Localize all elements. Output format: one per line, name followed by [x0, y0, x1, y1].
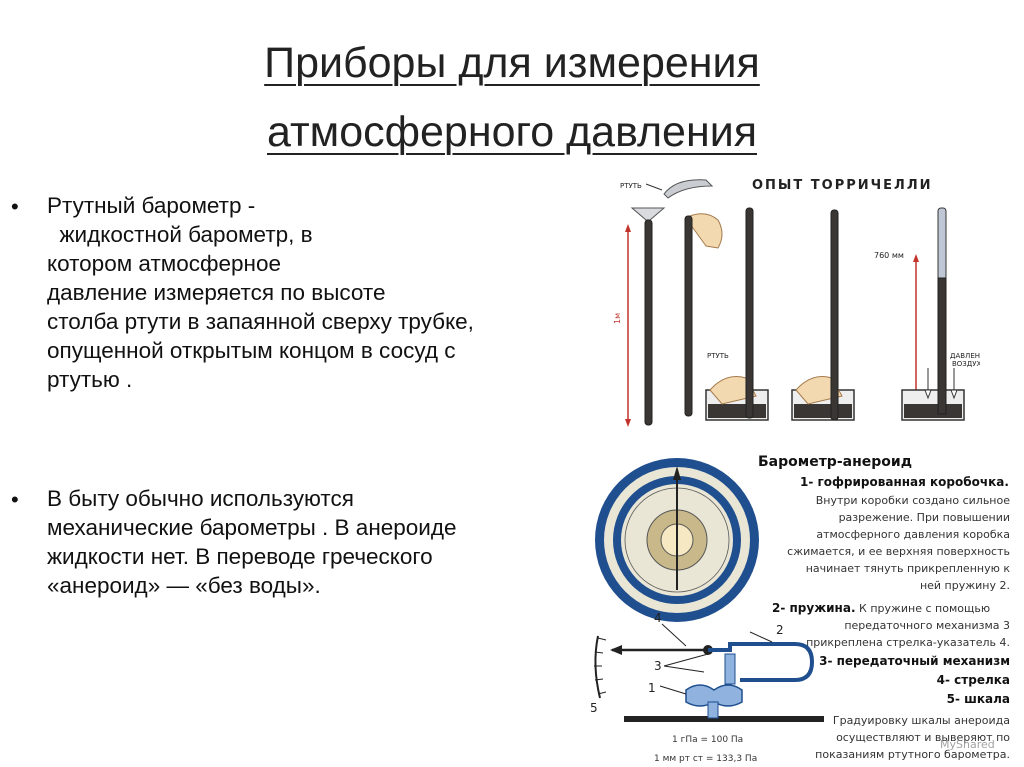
footer-line: показаниям ртутного барометра.	[815, 748, 1010, 761]
bullet-marker: •	[11, 194, 19, 219]
torricelli-heading: ОПЫТ ТОРРИЧЕЛЛИ	[752, 178, 933, 193]
item-2-text: 2- пружина. К пружине с помощью	[772, 601, 990, 615]
mercury-label-top: РТУТЬ	[620, 182, 642, 190]
item-4: 4- стрелка	[937, 673, 1010, 687]
label-760: 760 мм	[874, 251, 904, 260]
item-1-line: начинает тянуть прикрепленную к	[806, 562, 1011, 575]
air-pressure-arrows	[924, 368, 958, 400]
diagram-number-5: 5	[590, 701, 598, 715]
item-1-line: разрежение. При повышении	[839, 511, 1010, 524]
mercury-dish-1	[705, 376, 769, 421]
paragraph-line: опущенной открытым концом в сосуд с	[47, 338, 456, 363]
mercury-flask-icon	[645, 179, 714, 199]
unit-conversion-2: 1 мм рт ст = 133,3 Па	[654, 754, 757, 764]
slide-title-line-1: Приборы для измерения	[264, 39, 760, 87]
paragraph-line: ртутью .	[47, 367, 133, 392]
diagram-number-3: 3	[654, 659, 662, 673]
glass-tube-1	[644, 219, 653, 426]
mercury-dish-2	[791, 376, 855, 421]
air-pressure-label-1: ДАВЛЕНИЕ	[950, 352, 980, 360]
item-1-line: ней пружину 2.	[920, 579, 1010, 592]
air-pressure-label-2: ВОЗДУХА	[952, 360, 980, 368]
paragraph-line: давление измеряется по высоте	[47, 280, 386, 305]
hand-icon	[689, 213, 723, 249]
diagram-number-4: 4	[654, 611, 662, 625]
bullet-marker: •	[11, 487, 19, 512]
height-1m-marker: 1м	[613, 224, 631, 427]
aneroid-heading: Барометр-анероид	[758, 454, 912, 470]
watermark: MyShared	[940, 738, 995, 751]
paragraph-line: «анероид» — «без воды».	[47, 573, 321, 598]
height-label: 1м	[613, 313, 622, 324]
item-1-line: Внутри коробки создано сильное	[816, 494, 1010, 507]
paragraph-line: механические барометры . В анероиде	[47, 515, 457, 540]
paragraph-line: столба ртути в запаянной сверху трубке,	[47, 309, 474, 334]
paragraph-line: жидкостной барометр, в	[47, 222, 313, 247]
item-1-line: атмосферного давления коробка	[816, 528, 1010, 541]
mercury-label-mid: РТУТЬ	[707, 352, 729, 360]
mercury-dish-3	[901, 389, 965, 421]
item-1-title: 1- гофрированная коробочка.	[800, 475, 1009, 489]
paragraph-line: В быту обычно используются	[47, 486, 354, 511]
item-2-title: 2- пружина.	[772, 601, 856, 615]
diagram-number-1: 1	[648, 681, 656, 695]
diagram-number-2: 2	[776, 623, 784, 637]
glass-tube-4	[830, 209, 839, 421]
footer-line: осуществляют и выверяют по	[836, 731, 1010, 744]
item-5: 5- шкала	[947, 692, 1010, 706]
glass-tube-2	[684, 215, 693, 417]
funnel-icon	[630, 207, 666, 221]
barometer-dial-icon	[595, 458, 759, 622]
unit-conversion-1: 1 гПа = 100 Па	[672, 735, 743, 745]
item-2-line: прикреплена стрелка-указатель 4.	[806, 636, 1010, 649]
paragraph-line: котором атмосферное	[47, 251, 281, 276]
footer-line: Градуировку шкалы анероида	[833, 714, 1010, 727]
paragraph-line: жидкости нет. В переводе греческого	[47, 544, 433, 569]
paragraph-line: Ртутный барометр -	[47, 193, 256, 218]
item-1-line: сжимается, и ее верхняя поверхность	[787, 545, 1010, 558]
mercury-column	[937, 277, 947, 415]
aneroid-mechanism-diagram	[594, 623, 824, 722]
vacuum-tube-top	[937, 207, 947, 281]
item-3: 3- передаточный механизм	[819, 654, 1010, 668]
height-760-marker: 760 мм	[874, 251, 919, 400]
aneroid-barometer-figure: Барометр-анероид 1- гофрированная коробо…	[590, 440, 1024, 767]
item-2-tail: К пружине с помощью	[856, 602, 991, 615]
slide-title-line-2: атмосферного давления	[266, 108, 758, 156]
torricelli-experiment-figure: ОПЫТ ТОРРИЧЕЛЛИ РТУТЬ 1м РТУТЬ	[606, 172, 980, 430]
item-2-line: передаточного механизма 3	[844, 619, 1010, 632]
glass-tube-3	[745, 207, 754, 419]
